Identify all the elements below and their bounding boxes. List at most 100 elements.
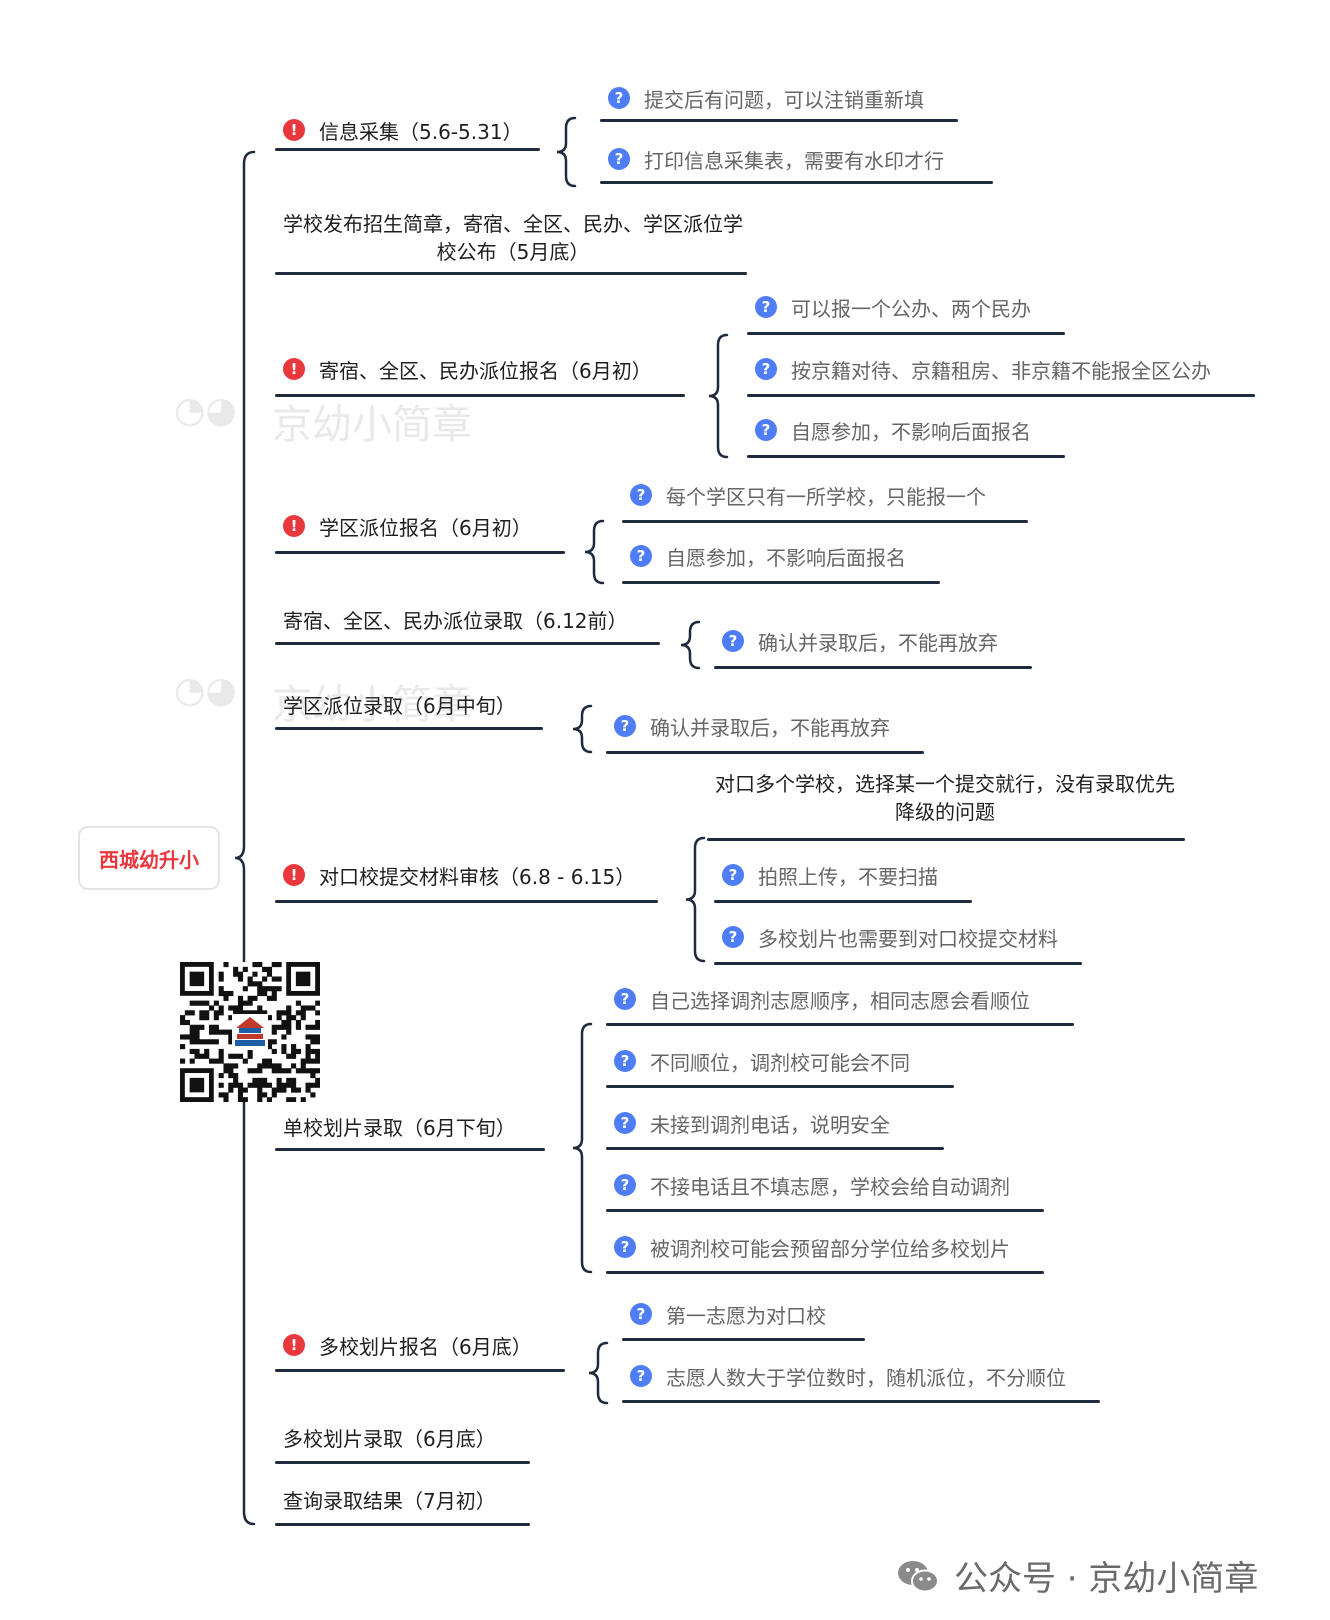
leaf-label: 志愿人数大于学位数时，随机派位，不分顺位	[666, 1365, 1066, 1390]
leaf-node[interactable]: ? 每个学区只有一所学校，只能报一个	[630, 481, 1018, 509]
leaf-node[interactable]: ?拍照上传，不要扫描	[722, 861, 962, 889]
branch-label: 寄宿、全区、民办派位报名（6月初）	[319, 358, 652, 383]
leaf-label: 自愿参加，不影响后面报名	[791, 419, 1031, 444]
watermark-text: 京幼小简章	[272, 402, 472, 448]
node-underline	[714, 900, 972, 903]
node-underline	[275, 1461, 530, 1464]
branch-label: 多校划片报名（6月底）	[319, 1334, 532, 1359]
branch-label: 学校发布招生简章，寄宿、全区、民办、学区派位学校公布（5月底）	[283, 212, 743, 264]
branch-node[interactable]: ! 对口校提交材料审核（6.8 - 6.15）	[283, 861, 663, 889]
node-underline	[600, 119, 958, 122]
branch-node[interactable]: 查询录取结果（7月初）	[283, 1485, 543, 1513]
node-underline	[606, 1023, 1074, 1026]
leaf-node[interactable]: ? 未接到调剂电话，说明安全	[614, 1109, 934, 1137]
leaf-node[interactable]: ? 打印信息采集表，需要有水印才行	[608, 145, 983, 173]
question-circle-icon: ?	[614, 1236, 636, 1258]
node-underline	[707, 838, 1185, 841]
question-circle-icon: ?	[630, 1303, 652, 1325]
leaf-node[interactable]: ? 确认并录取后，不能再放弃	[722, 627, 1022, 655]
branch-label: 对口校提交材料审核（6.8 - 6.15）	[319, 864, 636, 889]
footer: 公众号 · 京幼小简章	[896, 1551, 1258, 1600]
node-underline	[606, 1147, 944, 1150]
branch-label: 单校划片录取（6月下旬）	[283, 1115, 516, 1140]
leaf-node[interactable]: ?不同顺位，调剂校可能会不同	[614, 1047, 944, 1075]
node-underline	[714, 962, 1082, 965]
leaf-label: 不接电话且不填志愿，学校会给自动调剂	[650, 1174, 1010, 1199]
question-circle-icon: ?	[630, 545, 652, 567]
leaf-node[interactable]: ?自愿参加，不影响后面报名	[755, 416, 1055, 444]
leaf-node[interactable]: ?可以报一个公办、两个民办	[755, 293, 1055, 321]
node-underline	[622, 1400, 1100, 1403]
question-circle-icon: ?	[630, 484, 652, 506]
node-underline	[747, 332, 1065, 335]
qr-code	[180, 962, 321, 1103]
node-underline	[275, 727, 543, 730]
leaf-node[interactable]: ?多校划片也需要到对口校提交材料	[722, 923, 1072, 951]
node-underline	[747, 394, 1255, 397]
branch-brace	[680, 620, 701, 670]
branch-brace	[572, 704, 593, 754]
node-underline	[606, 1209, 1044, 1212]
node-underline	[622, 581, 940, 584]
branch-node[interactable]: !寄宿、全区、民办派位报名（6月初）	[283, 355, 683, 383]
node-underline	[275, 1523, 530, 1526]
node-underline	[275, 1148, 545, 1151]
branch-node[interactable]: 单校划片录取（6月下旬）	[283, 1112, 583, 1140]
leaf-label: 未接到调剂电话，说明安全	[650, 1112, 890, 1137]
leaf-label: 确认并录取后，不能再放弃	[758, 630, 998, 655]
leaf-node[interactable]: 对口多个学校，选择某一个提交就行，没有录取优先降级的问题	[715, 770, 1175, 826]
question-circle-icon: ?	[722, 864, 744, 886]
leaf-node[interactable]: ? 第一志愿为对口校	[630, 1300, 855, 1328]
leaf-node[interactable]: ?自愿参加，不影响后面报名	[630, 542, 930, 570]
node-underline	[275, 642, 660, 645]
branch-node[interactable]: 学校发布招生简章，寄宿、全区、民办、学区派位学校公布（5月底）	[283, 210, 743, 266]
footer-text: 公众号 · 京幼小简章	[954, 1559, 1259, 1599]
branch-node[interactable]: 学区派位录取（6月中旬）	[283, 690, 563, 718]
leaf-label: 第一志愿为对口校	[666, 1303, 826, 1328]
leaf-label: 可以报一个公办、两个民办	[791, 296, 1031, 321]
wechat-icon	[896, 1558, 940, 1594]
root-brace	[234, 150, 256, 1526]
leaf-label: 打印信息采集表，需要有水印才行	[644, 148, 944, 173]
branch-node[interactable]: 寄宿、全区、民办派位录取（6.12前）	[283, 605, 663, 633]
leaf-label: 不同顺位，调剂校可能会不同	[650, 1050, 910, 1075]
exclamation-circle-icon: !	[283, 119, 305, 141]
question-circle-icon: ?	[614, 988, 636, 1010]
branch-node[interactable]: 多校划片录取（6月底）	[283, 1423, 543, 1451]
exclamation-circle-icon: !	[283, 864, 305, 886]
leaf-label: 确认并录取后，不能再放弃	[650, 715, 890, 740]
node-underline	[606, 1271, 1044, 1274]
leaf-node[interactable]: ?提交后有问题，可以注销重新填	[608, 84, 948, 112]
exclamation-circle-icon: !	[283, 515, 305, 537]
node-underline	[606, 751, 924, 754]
leaf-node[interactable]: ?自己选择调剂志愿顺序，相同志愿会看顺位	[614, 985, 1064, 1013]
leaf-node[interactable]: ?志愿人数大于学位数时，随机派位，不分顺位	[630, 1362, 1090, 1390]
question-circle-icon: ?	[614, 715, 636, 737]
leaf-label: 多校划片也需要到对口校提交材料	[758, 926, 1058, 951]
question-circle-icon: ?	[614, 1112, 636, 1134]
root-node[interactable]: 西城幼升小	[78, 826, 220, 890]
leaf-node[interactable]: ?按京籍对待、京籍租房、非京籍不能报全区公办	[755, 355, 1245, 383]
node-underline	[622, 520, 1028, 523]
exclamation-circle-icon: !	[283, 1334, 305, 1356]
node-underline	[275, 272, 747, 275]
wechat-watermark-icon: ◔◕	[174, 390, 237, 431]
question-circle-icon: ?	[722, 630, 744, 652]
leaf-node[interactable]: ? 不接电话且不填志愿，学校会给自动调剂	[614, 1171, 1034, 1199]
question-circle-icon: ?	[608, 87, 630, 109]
question-circle-icon: ?	[608, 148, 630, 170]
question-circle-icon: ?	[614, 1174, 636, 1196]
branch-node[interactable]: ! 多校划片报名（6月底）	[283, 1331, 563, 1359]
node-underline	[747, 455, 1065, 458]
leaf-label: 每个学区只有一所学校，只能报一个	[666, 484, 986, 509]
wechat-watermark-icon: ◔◕	[174, 670, 237, 711]
leaf-node[interactable]: ?被调剂校可能会预留部分学位给多校划片	[614, 1233, 1034, 1261]
branch-node[interactable]: !学区派位报名（6月初）	[283, 512, 573, 540]
branch-label: 寄宿、全区、民办派位录取（6.12前）	[283, 608, 628, 633]
branch-label: 查询录取结果（7月初）	[283, 1488, 496, 1513]
branch-label: 学区派位录取（6月中旬）	[283, 693, 516, 718]
branch-node[interactable]: !信息采集（5.6-5.31）	[283, 116, 543, 144]
node-underline	[275, 1369, 565, 1372]
branch-brace	[708, 333, 729, 459]
leaf-node[interactable]: ? 确认并录取后，不能再放弃	[614, 712, 914, 740]
